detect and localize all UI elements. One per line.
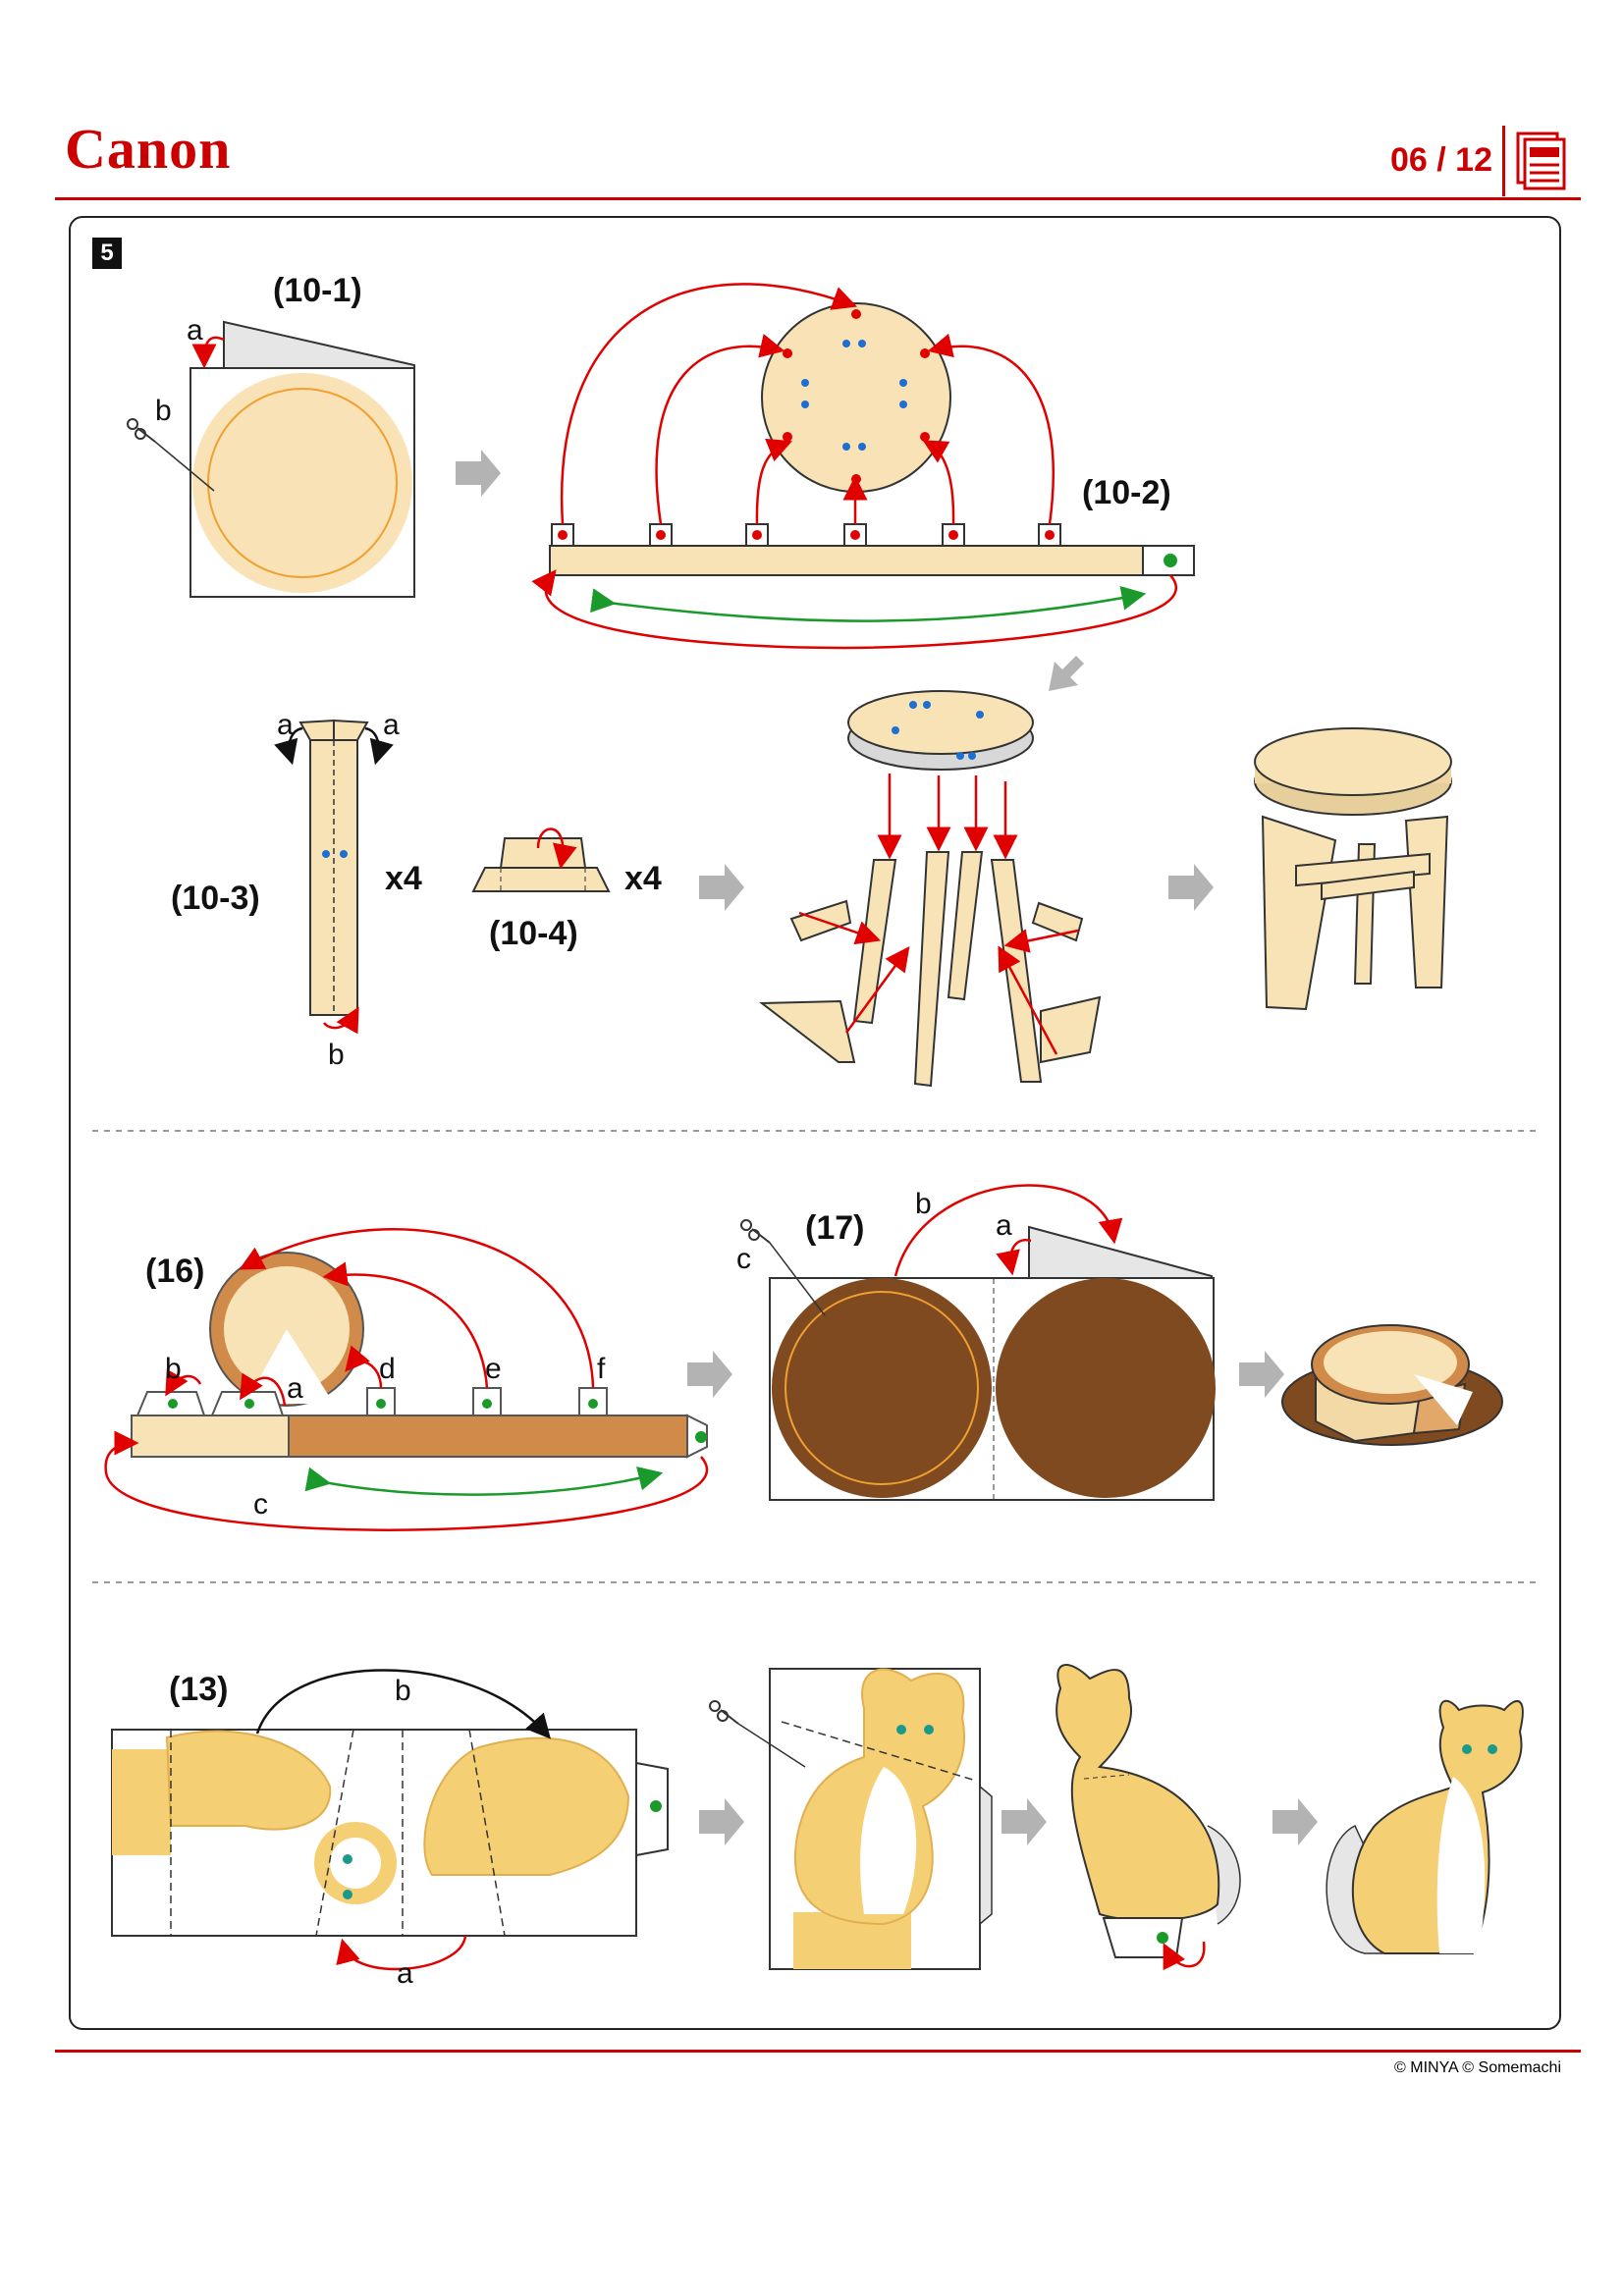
part-10-3-diagram	[274, 719, 394, 1035]
letter-b: b	[328, 1039, 345, 1071]
stool-exploded-diagram	[759, 690, 1102, 1088]
letter-f: f	[597, 1353, 606, 1385]
x4-count: x4	[624, 860, 662, 897]
next-arrow	[1239, 1351, 1284, 1398]
label-10-4: (10-4)	[489, 915, 578, 952]
next-arrow	[699, 864, 744, 911]
letter-d: d	[379, 1353, 396, 1385]
letter-e: e	[485, 1353, 502, 1385]
letter-b: b	[395, 1675, 411, 1707]
letter-b: b	[915, 1188, 932, 1220]
letter-b: b	[155, 395, 172, 427]
header-rule	[55, 197, 1581, 200]
letter-a: a	[996, 1209, 1012, 1242]
footer-rule	[55, 2050, 1581, 2053]
letter-b: b	[165, 1353, 182, 1385]
next-arrow	[1272, 1798, 1318, 1845]
page-indicator: 06 / 12	[1390, 141, 1492, 179]
x4-count: x4	[385, 860, 422, 897]
stool-finished-diagram	[1254, 727, 1452, 1011]
next-arrow	[456, 450, 501, 497]
next-arrow	[687, 1351, 732, 1398]
cat-cutout-diagram	[709, 1668, 993, 1970]
part-10-4-diagram	[471, 828, 611, 892]
letter-a: a	[287, 1372, 303, 1405]
scissors-icon	[127, 418, 215, 492]
cat-assembly-diagram	[1056, 1664, 1241, 1971]
down-left-arrow	[1049, 656, 1084, 691]
next-arrow	[699, 1798, 744, 1845]
canon-logo: Canon	[65, 117, 232, 181]
label-10-3: (10-3)	[171, 880, 260, 917]
label-16: (16)	[145, 1253, 204, 1290]
letter-c: c	[253, 1488, 268, 1521]
letter-c: c	[736, 1243, 751, 1275]
part-10-1-diagram	[127, 320, 415, 598]
letter-a: a	[383, 709, 400, 741]
scissors-icon	[709, 1700, 806, 1768]
copyright-credit: © MINYA © Somemachi	[1394, 2059, 1561, 2076]
next-arrow	[1001, 1798, 1047, 1845]
part-13-diagram	[111, 1669, 669, 1971]
document-icon[interactable]	[1516, 132, 1567, 190]
cat-finished-diagram	[1326, 1699, 1524, 1954]
scissors-icon	[740, 1219, 826, 1316]
part-17-diagram	[740, 1184, 1216, 1501]
part-16-diagram	[104, 1228, 708, 1531]
label-10-2: (10-2)	[1082, 474, 1171, 511]
letter-a: a	[277, 709, 294, 741]
header-separator	[1502, 126, 1505, 196]
instruction-panel	[69, 216, 1561, 2030]
cake-finished-diagram	[1281, 1324, 1503, 1446]
part-10-2-diagram	[531, 283, 1195, 650]
label-13: (13)	[169, 1671, 228, 1708]
label-17: (17)	[805, 1209, 864, 1247]
step-number: 5	[92, 238, 122, 269]
next-arrow	[1168, 864, 1214, 911]
letter-a: a	[397, 1957, 413, 1990]
label-10-1: (10-1)	[273, 272, 362, 309]
letter-a: a	[187, 314, 203, 347]
